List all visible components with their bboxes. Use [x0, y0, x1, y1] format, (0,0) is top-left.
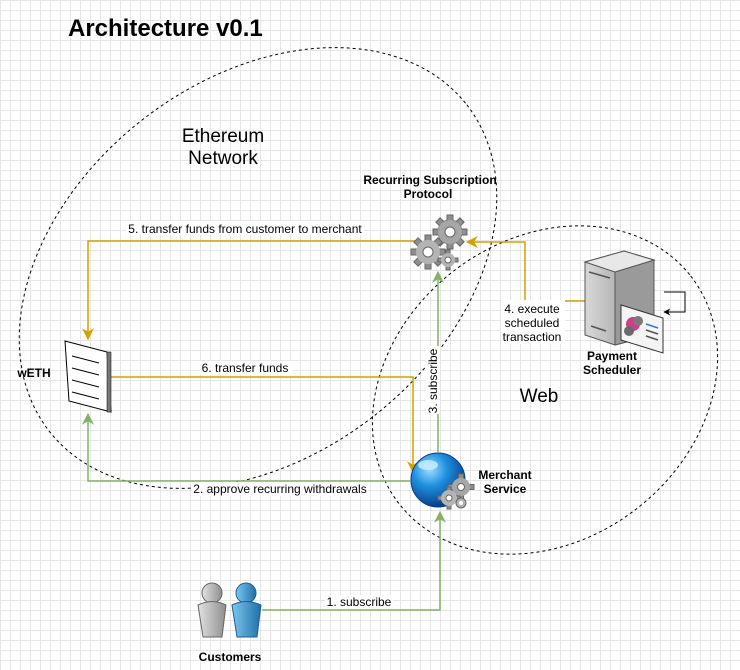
edge-subscribe-customers-merchant	[262, 510, 446, 611]
web-region-label: Web	[520, 386, 559, 407]
edge-label-execute-line2: scheduled	[505, 316, 560, 330]
edge-scheduler-loop	[663, 291, 686, 316]
edge-label-approve: 2. approve recurring withdrawals	[193, 482, 366, 496]
edge-label-subscribe-3: 3. subscribe	[426, 348, 440, 413]
edge-label-transfer-to-merchant: 5. transfer funds from customer to merch…	[128, 222, 362, 236]
gears-icon[interactable]	[410, 214, 468, 271]
edge-label-bg	[426, 346, 440, 414]
protocol-label-line2: Protocol	[404, 187, 453, 201]
edge-label-bg	[325, 595, 393, 609]
document-icon[interactable]	[64, 340, 112, 413]
scheduler-label-line1: Payment	[587, 349, 637, 363]
edge-label-bg	[192, 482, 368, 496]
merchant-label-line1: Merchant	[478, 468, 531, 482]
ethereum-region-label-line1: Ethereum	[182, 126, 264, 147]
users-icon[interactable]	[197, 582, 262, 638]
ethereum-network-region	[18, 47, 498, 489]
edge-label-subscribe-1: 1. subscribe	[327, 595, 392, 609]
protocol-label-line1: Recurring Subscription	[363, 173, 496, 187]
web-region	[371, 225, 719, 555]
edge-label-transfer-funds: 6. transfer funds	[202, 361, 289, 375]
edge-label-execute-line3: transaction	[503, 330, 562, 344]
scheduler-label-line2: Scheduler	[583, 363, 641, 377]
diagram-title: Architecture v0.1	[68, 15, 263, 42]
weth-label: wETH	[16, 366, 50, 380]
edge-approve-withdrawals	[82, 412, 410, 482]
edge-label-bg	[200, 361, 292, 375]
merchant-label-line2: Service	[484, 482, 527, 496]
edge-transfer-funds-to-merchant	[82, 240, 416, 341]
edge-label-execute-line1: 4. execute	[504, 302, 560, 316]
customers-label: Customers	[199, 650, 262, 664]
edge-transfer-funds-weth-merchant	[111, 376, 419, 474]
server-icon[interactable]	[583, 250, 664, 354]
ethereum-region-label-line2: Network	[188, 148, 258, 169]
globe-gears-icon[interactable]	[410, 452, 475, 510]
edge-label-bg	[126, 221, 364, 235]
edge-label-bg	[501, 300, 565, 344]
